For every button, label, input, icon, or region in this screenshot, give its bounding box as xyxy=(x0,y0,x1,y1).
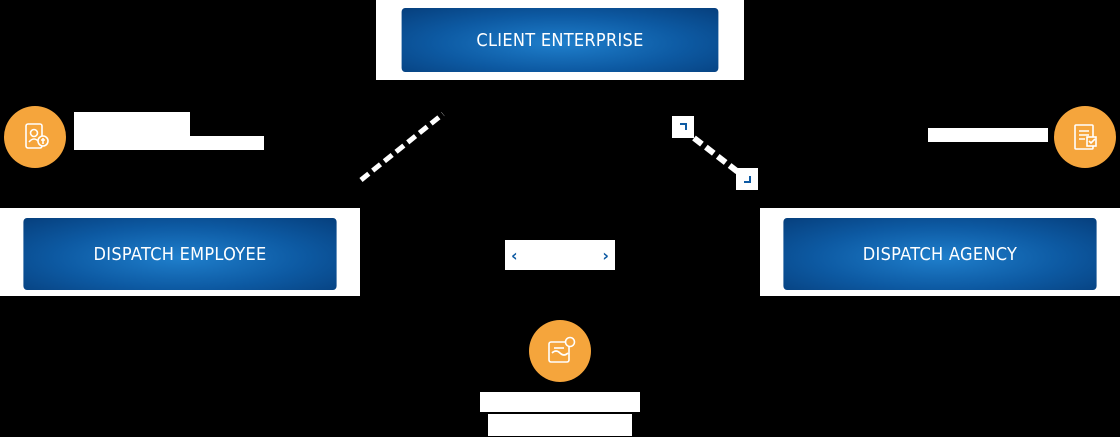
connector-employee-agency: ‹ › xyxy=(505,240,615,270)
left-redacted-text-1 xyxy=(74,112,190,124)
dispatch-employee-node: DISPATCH EMPLOYEE xyxy=(0,208,360,296)
left-redacted-text-2 xyxy=(74,124,190,136)
dispatch-agency-node: DISPATCH AGENCY xyxy=(760,208,1120,296)
bottom-redacted-text-2 xyxy=(488,414,632,436)
handshake-document-icon xyxy=(529,320,591,382)
left-redacted-text-3 xyxy=(74,136,264,150)
chevron-left-icon: ‹ xyxy=(511,245,518,265)
contract-document-icon xyxy=(1054,106,1116,168)
client-enterprise-label: CLIENT ENTERPRISE xyxy=(401,8,719,72)
dispatch-agency-label: DISPATCH AGENCY xyxy=(783,218,1097,290)
bottom-redacted-text-1 xyxy=(480,392,640,412)
right-redacted-text xyxy=(928,128,1048,142)
connector-client-employee xyxy=(359,112,445,182)
dispatch-employee-label: DISPATCH EMPLOYEE xyxy=(23,218,337,290)
id-card-icon xyxy=(4,106,66,168)
connector-client-agency xyxy=(672,116,758,190)
client-enterprise-node: CLIENT ENTERPRISE xyxy=(376,0,744,80)
chevron-right-icon: › xyxy=(602,245,609,265)
